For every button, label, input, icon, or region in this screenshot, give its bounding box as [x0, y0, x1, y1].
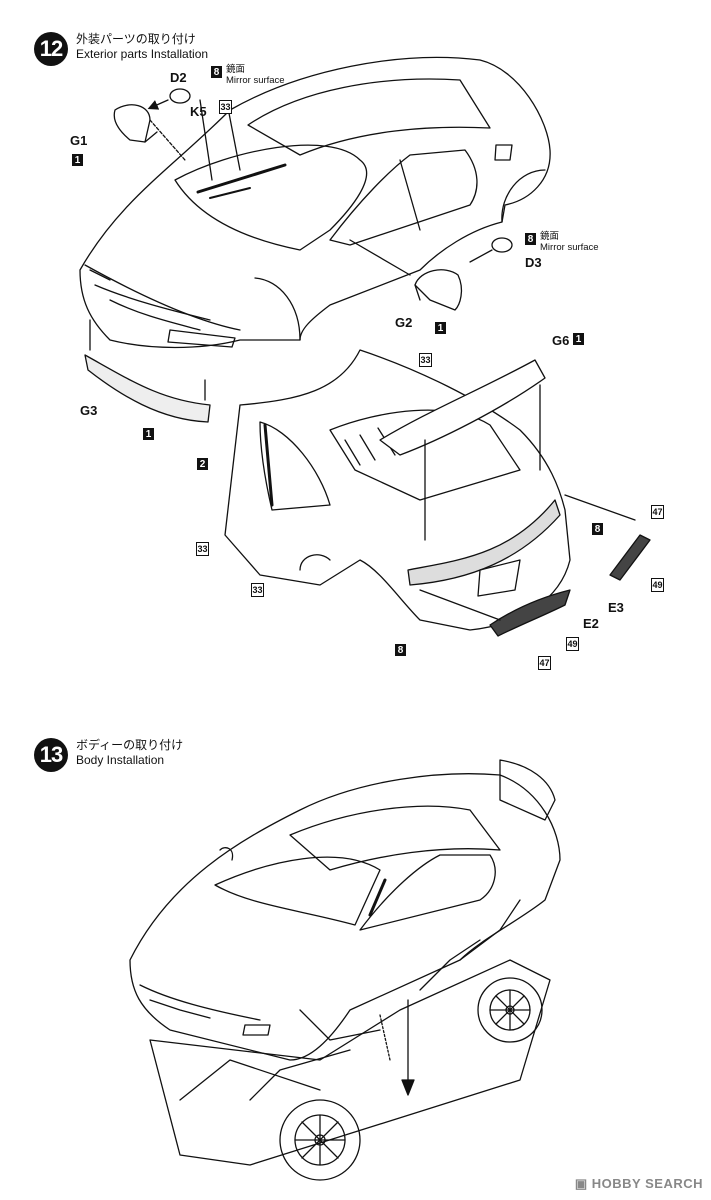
step-13-heading: 13 ボディーの取り付け Body Installation — [34, 738, 183, 772]
label-d3: D3 — [525, 255, 542, 270]
front-lip-g3 — [84, 319, 211, 423]
label-g1: G1 — [70, 133, 88, 148]
paint-code-rear-wiper: 33 — [419, 353, 432, 367]
step-13-title-jp: ボディーの取り付け — [76, 738, 184, 752]
step-13-title-en: Body Installation — [76, 753, 165, 767]
paint-code-g3: 1 — [143, 428, 154, 440]
paint-code-window-b: 33 — [251, 583, 264, 597]
step-12-number: 12 — [34, 32, 68, 66]
diffuser-e2 — [419, 589, 571, 637]
paint-code-window-trim: 2 — [197, 458, 208, 470]
spoiler-g6 — [379, 359, 546, 541]
step-12-title-jp: 外装パーツの取り付け — [76, 32, 196, 46]
mirror-note-right-en: Mirror surface — [540, 242, 599, 253]
mirror-color-code-left: 8 — [211, 66, 222, 78]
mirror-note-left-jp: 鏡面 — [226, 64, 246, 75]
paint-code-window-a: 33 — [196, 542, 209, 556]
wiper-k5 — [196, 99, 287, 199]
label-e2: E2 — [583, 616, 599, 631]
paint-code-e2-b: 47 — [538, 656, 551, 670]
label-d2: D2 — [170, 70, 187, 85]
paint-code-k5: 33 — [219, 100, 232, 114]
paint-code-e2-a: 49 — [566, 637, 579, 651]
mirror-note-left-en: Mirror surface — [226, 75, 285, 86]
paint-code-e3-b: 49 — [651, 578, 664, 592]
paint-code-spoiler-l: 8 — [395, 644, 406, 656]
wheel-front — [279, 1099, 361, 1181]
mirror-g1 — [113, 88, 191, 161]
mirror-note-right: 鏡面 Mirror surface — [540, 231, 599, 253]
diffuser-e3 — [564, 494, 651, 581]
wheel-rear — [477, 977, 543, 1043]
mirror-note-left: 鏡面 Mirror surface — [226, 64, 285, 86]
mirror-g2 — [349, 237, 513, 311]
label-g3: G3 — [80, 403, 98, 418]
paint-code-g1: 1 — [72, 154, 83, 166]
paint-code-g6: 1 — [573, 333, 584, 345]
step-12-title-en: Exterior parts Installation — [76, 47, 209, 61]
label-k5: K5 — [190, 104, 207, 119]
hobby-search-logo-icon: ▣ — [574, 1176, 588, 1191]
mirror-color-code-right: 8 — [525, 233, 536, 245]
front-car-body — [79, 56, 551, 349]
watermark-text: HOBBY SEARCH — [591, 1176, 703, 1191]
label-e3: E3 — [608, 600, 624, 615]
chassis — [149, 899, 551, 1166]
body-on-chassis — [129, 759, 561, 1061]
step-13-number: 13 — [34, 738, 68, 772]
label-g6: G6 — [552, 333, 570, 348]
label-g2: G2 — [395, 315, 413, 330]
mirror-note-right-jp: 鏡面 — [540, 231, 560, 242]
step-12-heading: 12 外装パーツの取り付け Exterior parts Installatio… — [34, 32, 208, 66]
paint-code-spoiler-r: 8 — [592, 523, 603, 535]
paint-code-e3-a: 47 — [651, 505, 664, 519]
paint-code-g2: 1 — [435, 322, 446, 334]
watermark: ▣ HOBBY SEARCH — [575, 1176, 703, 1192]
